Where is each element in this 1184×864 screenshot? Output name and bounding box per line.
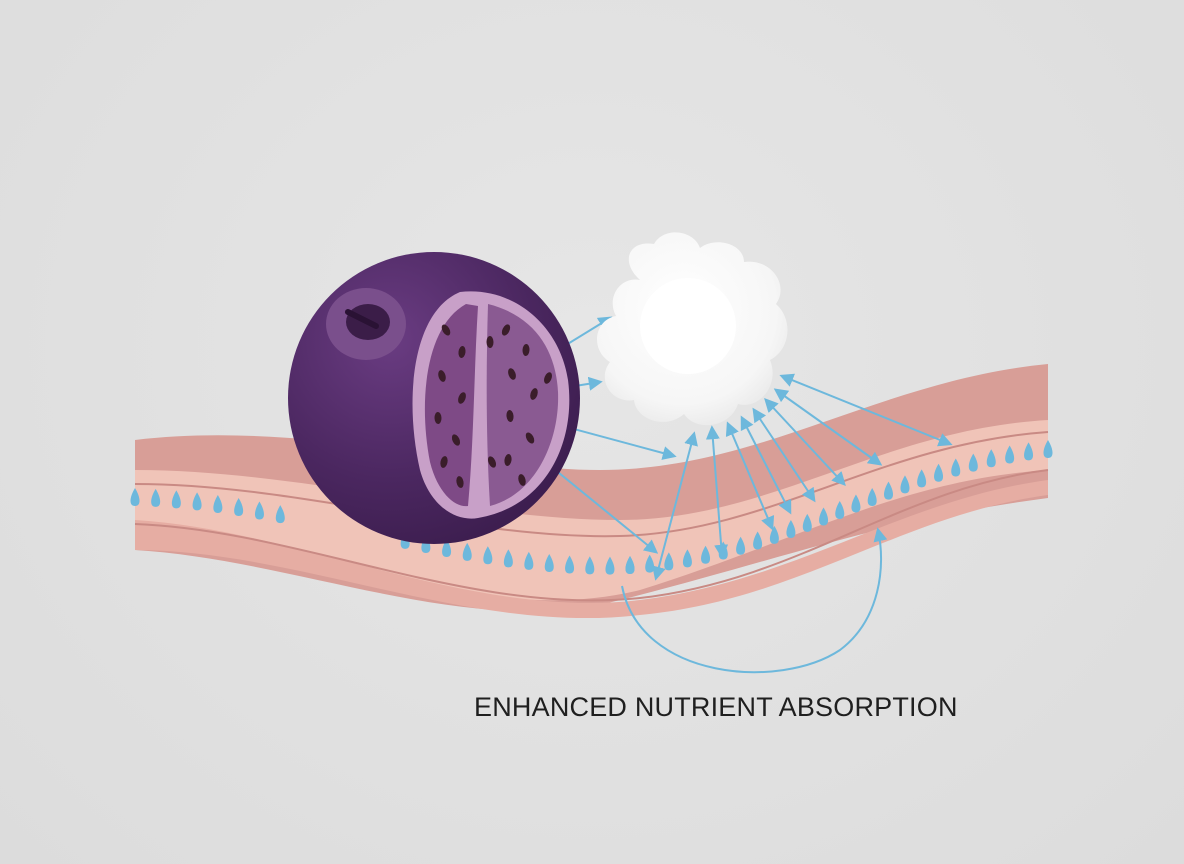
nutrient-droplet (883, 481, 893, 500)
diagram-caption: ENHANCED NUTRIENT ABSORPTION (474, 692, 958, 722)
nutrient-droplet (171, 490, 181, 509)
nutrient-droplet (900, 475, 910, 494)
nutrient-droplet (213, 494, 223, 513)
nutrient-droplet (835, 501, 845, 519)
nutrient-droplet (802, 513, 812, 532)
berry-seeds (434, 324, 552, 488)
berry-seed (525, 432, 535, 444)
arrow-cloud-to-gut-8 (779, 373, 953, 447)
nutrient-droplet (1005, 445, 1015, 464)
nutrient-droplet (625, 556, 635, 574)
nutrient-droplet (275, 505, 285, 524)
nutrient-droplet (565, 555, 575, 574)
nutrient-droplet (753, 531, 763, 550)
nutrient-droplet (462, 542, 472, 561)
nutrient-droplet-icon (130, 440, 1053, 575)
berry-seed (440, 456, 448, 468)
nutrient-droplet (934, 463, 944, 482)
nutrient-droplet (951, 458, 961, 477)
berry-seed (458, 392, 466, 404)
acai-berry-halved-icon (288, 252, 580, 544)
nutrient-droplet (986, 449, 996, 468)
nutrient-droplet (867, 488, 877, 507)
arrow-cloud-to-gut-1 (652, 431, 698, 581)
nutrient-droplet (483, 546, 493, 565)
berry-seed (504, 454, 512, 466)
nutrient-droplet (605, 556, 615, 575)
berry-seed (544, 372, 552, 384)
nutrient-droplet (544, 554, 554, 573)
berry-seed (508, 368, 516, 380)
berry-seed (518, 474, 526, 486)
nutrient-droplet (192, 492, 202, 511)
nutrient-droplet (1043, 440, 1053, 458)
berry-stem (345, 309, 379, 329)
nutrient-droplet (786, 520, 796, 538)
berry-seed (438, 370, 446, 382)
berry-seed (530, 388, 538, 400)
tissue-inner-layer (135, 420, 1048, 601)
nutrient-droplet (645, 554, 655, 573)
berry-seed (501, 324, 511, 336)
nutrient-droplet (585, 556, 595, 575)
nutrient-cloud-icon (597, 232, 788, 426)
berry-seed (441, 324, 451, 336)
arrow-absorption-loop (621, 527, 888, 674)
berry-seed (506, 410, 514, 422)
nutrient-droplet (503, 549, 513, 568)
nutrient-droplet (254, 501, 264, 520)
cloud-highlight (640, 278, 736, 374)
nutrient-droplet (151, 488, 161, 507)
nutrient-droplet (130, 488, 140, 506)
nutrient-droplet (234, 498, 244, 517)
tissue-stripe-bottom (134, 469, 1049, 602)
berry-seed (458, 346, 466, 358)
berry-seed (487, 456, 497, 468)
nutrient-droplet (851, 494, 861, 513)
berry-seed (434, 412, 442, 424)
nutrient-droplet (819, 507, 829, 526)
berry-cut-face (412, 291, 570, 519)
berry-flesh-right (486, 304, 559, 506)
berry-seed (456, 476, 464, 488)
tissue-lower-edge (135, 480, 1048, 619)
berry-seed (451, 434, 461, 446)
berry-seed (486, 336, 494, 348)
nutrient-droplet (917, 469, 927, 488)
nutrient-droplet (736, 536, 746, 555)
arrow-cloud-to-gut-2 (705, 425, 729, 559)
nutrient-droplet (968, 453, 978, 472)
nutrient-droplet (1024, 442, 1034, 461)
berry-seed (522, 344, 530, 356)
nutrient-droplet (524, 551, 534, 570)
intestinal-wall-icon (130, 364, 1053, 619)
